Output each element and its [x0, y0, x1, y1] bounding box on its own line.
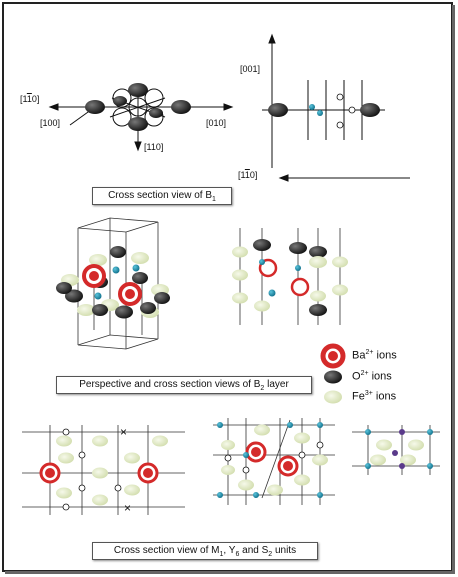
axis-label-110: [110] — [144, 142, 164, 152]
b2-perspective-ions — [56, 246, 170, 319]
outer-frame-shadow — [5, 571, 454, 574]
b2-cross-section-ions — [232, 239, 348, 316]
b1-right-ions — [268, 93, 380, 129]
caption-b2: Perspective and cross section views of B… — [56, 376, 312, 394]
axis-label-100: [100] — [40, 118, 61, 128]
axis-label-001: [001] — [240, 64, 261, 74]
axis-label-1-10-left: [110] — [20, 94, 40, 104]
legend-o: O2+ ions — [352, 370, 392, 383]
legend-fe: Fe3+ ions — [352, 390, 397, 403]
b1-projection-right — [262, 33, 410, 182]
caption-b1: Cross section view of B1 — [92, 187, 232, 205]
b1-projection-left — [48, 88, 234, 152]
m1-unit-ions: × × — [39, 425, 168, 515]
y6-unit-ions — [217, 422, 328, 498]
b1-oxygen-ions — [85, 83, 191, 131]
caption-m1-y6-s2: Cross section view of M1, Y6 and S2 unit… — [92, 542, 318, 560]
svg-text:×: × — [124, 501, 131, 515]
s2-unit-ions — [365, 429, 433, 469]
legend-icons — [320, 343, 346, 404]
axis-label-1-10-right: [110] — [238, 170, 258, 180]
svg-text:×: × — [120, 425, 127, 439]
legend-ba: Ba2+ ions — [352, 349, 397, 362]
axis-label-010: [010] — [206, 118, 227, 128]
